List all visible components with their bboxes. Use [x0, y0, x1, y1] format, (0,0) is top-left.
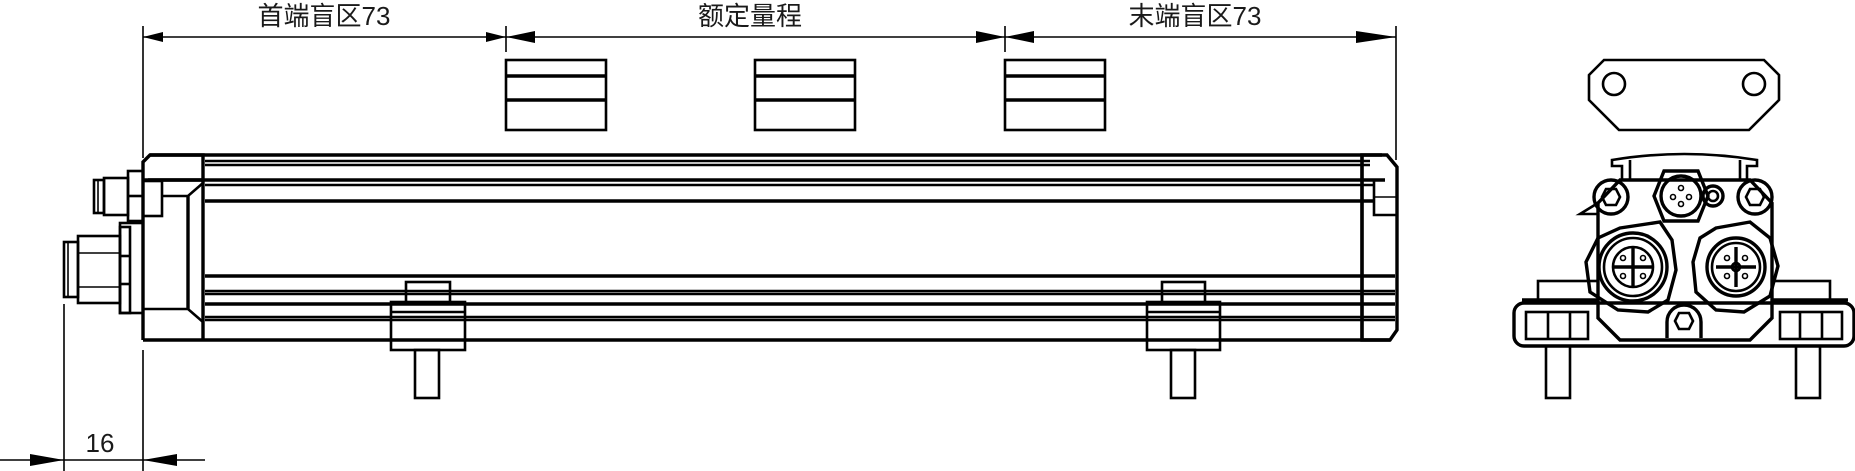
dimension-label-connector-offset: 16: [86, 428, 115, 458]
end-view: [1512, 58, 1855, 400]
hex-bolt-top-left: [1592, 178, 1630, 216]
magnet-middle: [753, 58, 857, 132]
clamp-left: [389, 280, 467, 400]
led-indicator: [1701, 184, 1725, 208]
mounting-plate: [1587, 58, 1781, 132]
m12-connector-a: [1584, 220, 1678, 314]
mounting-hole-icon: [1741, 71, 1767, 97]
hex-bolt-bottom: [1665, 303, 1703, 338]
connector-large-m12: [62, 221, 145, 315]
dimension-start-dead-zone: 首端盲区73: [143, 1, 506, 42]
base-bracket: [1512, 279, 1855, 400]
dimension-rated-range: 额定量程: [506, 1, 1005, 43]
hex-bolt-icon: [1600, 187, 1622, 207]
dimension-label-start-dead-zone: 首端盲区73: [258, 1, 391, 31]
m12-connector-b: [1691, 220, 1780, 314]
mounting-hole-icon: [1601, 71, 1627, 97]
clamp-right: [1145, 280, 1222, 400]
hex-bolt-icon: [1744, 187, 1766, 207]
connector-small-m8: [92, 169, 145, 223]
hex-bolt-top-right: [1736, 178, 1774, 216]
dimension-chain-top: 首端盲区73 额定量程 末端盲区73: [142, 1, 1397, 160]
left-end-cap: [141, 153, 205, 340]
dimension-label-end-dead-zone: 末端盲区73: [1129, 1, 1262, 31]
dimension-connector-offset: 16: [0, 304, 205, 471]
dimension-label-rated-range: 额定量程: [698, 1, 802, 31]
hex-bolt-icon: [1673, 311, 1695, 331]
magnet-start: [504, 58, 608, 132]
right-end-cap: [1360, 153, 1399, 342]
magnet-end: [1003, 58, 1107, 132]
dimension-end-dead-zone: 末端盲区73: [1005, 1, 1396, 43]
m8-connector: [1652, 169, 1710, 223]
